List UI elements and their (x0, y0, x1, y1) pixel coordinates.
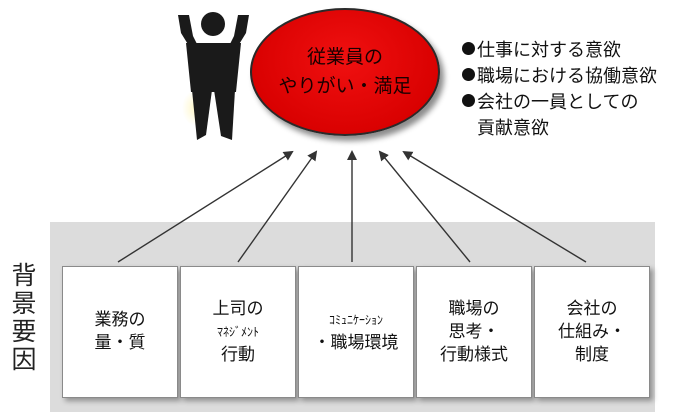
factor-text-line: 思考・ (448, 321, 500, 342)
motivation-text: 職場における協働意欲 (477, 66, 657, 87)
side-label-char: 景 (11, 289, 37, 318)
side-label-char: 要 (11, 317, 37, 346)
factor-text-line: 行動 (221, 344, 255, 365)
goal-employee-satisfaction: 従業員の やりがい・満足 (250, 8, 440, 136)
factor-text-line: ﾏﾈｼﾞﾒﾝﾄ (216, 324, 259, 339)
factor-box-company-system: 会社の 仕組み・ 制度 (534, 266, 650, 398)
motivation-text: 仕事に対する意欲 (477, 40, 621, 61)
side-label-char: 因 (11, 345, 37, 374)
motivation-item: 仕事に対する意欲 (462, 38, 657, 64)
motivation-text: 会社の一員としての (477, 92, 639, 113)
bullet-dot-icon (462, 94, 475, 107)
factor-text-line: 量・質 (94, 333, 146, 353)
arrow-factor-1 (117, 150, 294, 263)
factor-text-line: 会社の (566, 298, 618, 319)
motivation-item: 職場における協働意欲 (462, 64, 657, 90)
motivation-list: 仕事に対する意欲 職場における協働意欲 会社の一員としての 貢献意欲 (462, 38, 657, 142)
factor-box-workload: 業務の 量・質 (62, 266, 178, 398)
factor-text-line: 上司の (212, 298, 264, 319)
motivation-item-continuation: 貢献意欲 (477, 118, 549, 139)
factor-text-line: 行動様式 (440, 344, 508, 365)
goal-text-line: やりがい・満足 (278, 75, 412, 97)
arrow-factor-5 (402, 150, 587, 263)
factor-text-line: ｺﾐｭﾆｹｰｼｮﾝ (328, 313, 383, 327)
factor-text-line: 制度 (575, 344, 609, 365)
bullet-dot-icon (462, 68, 475, 81)
factor-box-workplace-mindset: 職場の 思考・ 行動様式 (416, 266, 532, 398)
factor-box-supervisor: 上司の ﾏﾈｼﾞﾒﾝﾄ 行動 (180, 266, 296, 398)
bullet-dot-icon (462, 42, 475, 55)
arrow-factor-4 (378, 150, 471, 263)
factor-text-line: 職場の (448, 298, 500, 319)
arrow-factor-2 (237, 150, 318, 263)
factor-box-communication: ｺﾐｭﾆｹｰｼｮﾝ ・職場環境 (298, 266, 414, 398)
factor-text-line: ・職場環境 (313, 333, 399, 353)
person-cheering-icon (178, 12, 249, 140)
factor-text-line: 業務の (94, 310, 146, 330)
factor-text-line: 仕組み・ (558, 321, 626, 342)
side-label-char: 背 (11, 261, 37, 290)
background-factors-label: 背 景 要 因 (8, 262, 40, 374)
goal-text-line: 従業員の (306, 46, 383, 68)
motivation-item: 会社の一員としての (462, 90, 657, 116)
